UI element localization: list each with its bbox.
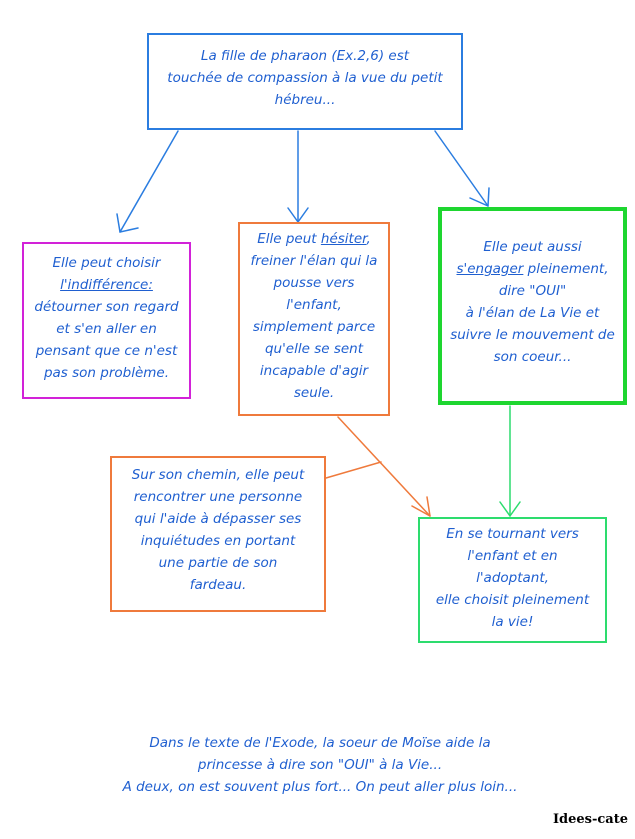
arrow-top-to-right [434,130,489,207]
text-line: hébreu... [274,92,336,108]
text-line: son coeur... [493,349,572,365]
text-line: suivre le mouvement de [450,327,615,343]
text-line: qui l'aide à dépasser ses [134,511,302,527]
text-line: seule. [293,385,335,401]
underlined-term: l'indifférence: [60,277,153,293]
footer-text: Dans le texte de l'Exode, la soeur de Mo… [60,732,580,798]
text-line: inquiétudes en portant [140,533,296,549]
footer-line: princesse à dire son "OUI" à la Vie... [197,757,443,773]
text-line: rencontrer une personne [133,489,303,505]
arrowhead-left [116,213,139,233]
text-line: qu'elle se sent [264,341,364,357]
text-line: l'adoptant, [476,570,549,586]
footer-line: A deux, on est souvent plus fort... On p… [122,779,518,795]
text-line: détourner son regard [34,299,179,315]
text-line: simplement parce [252,319,376,335]
text-line: s'engager pleinement, [442,258,623,280]
text-line: Sur son chemin, elle peut [131,467,305,483]
text-line: incapable d'agir [259,363,369,379]
text-line: pensant que ce n'est [35,343,178,359]
box-helper-encounter: Sur son chemin, elle peut rencontrer une… [110,456,326,612]
text-line: freiner l'élan qui la [250,253,378,269]
text-fragment: pleinement, [523,261,609,277]
arrow-branch-to-sub [325,461,382,479]
text-line: Elle peut choisir [52,255,161,271]
text-line: fardeau. [189,577,247,593]
text-fragment: Elle peut [257,231,321,247]
signature: Idees-cate [552,812,628,827]
text-line: En se tournant vers [446,526,579,542]
text-line: elle choisit pleinement [435,592,590,608]
text-line: l'enfant et en [467,548,558,564]
text-line: l'enfant, [286,297,342,313]
box-commitment: Elle peut aussi s'engager pleinement, di… [438,207,627,405]
text-line: touchée de compassion à la vue du petit [167,70,443,86]
box-hesitation: Elle peut hésiter, freiner l'élan qui la… [238,222,390,416]
arrow-top-to-left [119,130,179,233]
arrowhead-end-orange [411,496,431,517]
text-line: Elle peut aussi [483,239,582,255]
footer-line: Dans le texte de l'Exode, la soeur de Mo… [149,735,491,751]
underlined-term: hésiter [320,231,367,247]
text-line: Elle peut hésiter, [240,228,388,250]
text-line: pousse vers [273,275,355,291]
text-line: et s'en aller en [56,321,157,337]
arrowhead-right [469,187,490,207]
arrowhead-end-green [499,501,521,517]
text-fragment: , [366,231,371,247]
text-line: à l'élan de La Vie et [465,305,600,321]
arrow-middle-to-end [337,416,431,517]
text-line: dire "OUI" [498,283,567,299]
text-line: la vie! [491,614,534,630]
box-indifference: Elle peut choisir l'indifférence: détour… [22,242,191,399]
text-line: pas son problème. [43,365,170,381]
box-choose-life: En se tournant vers l'enfant et en l'ado… [418,517,607,643]
underlined-term: s'engager [456,261,524,277]
text-line: une partie de son [158,555,278,571]
box-pharaoh-daughter: La fille de pharaon (Ex.2,6) est touchée… [147,33,463,130]
text-line: La fille de pharaon (Ex.2,6) est [200,48,410,64]
